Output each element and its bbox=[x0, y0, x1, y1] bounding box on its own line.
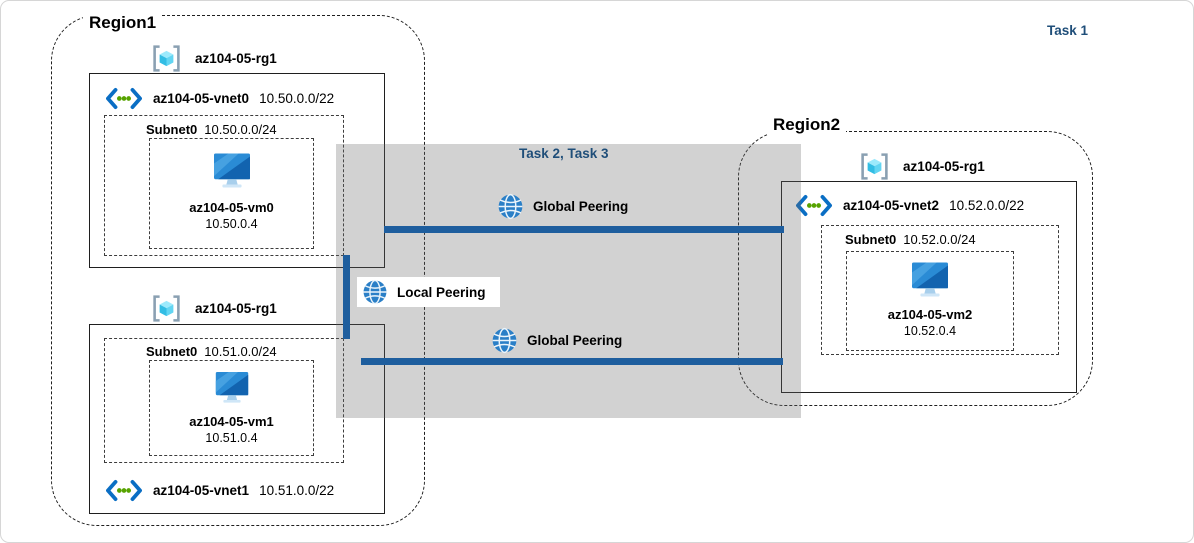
vm1-box: az104-05-vm1 10.51.0.4 bbox=[149, 360, 314, 456]
region2-boundary bbox=[738, 131, 1093, 406]
subnet0-vnet0-box bbox=[104, 115, 344, 256]
vm2-box: az104-05-vm2 10.52.0.4 bbox=[846, 251, 1014, 351]
subnet0-vnet1-box bbox=[104, 338, 344, 463]
global-peering-bottom: Global Peering bbox=[491, 327, 622, 354]
subnet0-vnet0-label: Subnet0 10.50.0.0/24 bbox=[146, 122, 277, 137]
vnet1-row: az104-05-vnet1 10.51.0.0/22 bbox=[105, 479, 334, 502]
rg-top-name: az104-05-rg1 bbox=[195, 51, 277, 66]
subnet0-vnet1-cidr: 10.51.0.0/24 bbox=[204, 344, 277, 359]
global-peering-top-label: Global Peering bbox=[533, 199, 629, 214]
vm-icon bbox=[912, 262, 948, 297]
vnet-icon bbox=[106, 479, 142, 502]
vnet2-cidr: 10.52.0.0/22 bbox=[949, 198, 1025, 213]
vm0-box: az104-05-vm0 10.50.0.4 bbox=[149, 138, 314, 249]
vm1-name: az104-05-vm1 bbox=[189, 414, 274, 429]
vnet0-cidr: 10.50.0.0/22 bbox=[259, 91, 335, 106]
subnet0-vnet2-name: Subnet0 bbox=[845, 232, 897, 247]
vnet0-row: az104-05-vnet0 10.50.0.0/22 bbox=[105, 87, 334, 110]
vm2-ip: 10.52.0.4 bbox=[903, 324, 957, 338]
globe-icon bbox=[492, 327, 517, 354]
resource-group-icon bbox=[861, 153, 888, 180]
vnet-icon bbox=[106, 87, 142, 110]
subnet0-vnet1-name: Subnet0 bbox=[146, 344, 198, 359]
vnet2-row: az104-05-vnet2 10.52.0.0/22 bbox=[795, 194, 1024, 217]
vnet1-cidr: 10.51.0.0/22 bbox=[259, 483, 335, 498]
rg-right-name: az104-05-rg1 bbox=[903, 159, 985, 174]
rg-top-header: az104-05-rg1 bbox=[151, 43, 277, 74]
subnet0-vnet0-cidr: 10.50.0.0/24 bbox=[204, 122, 277, 137]
region1-boundary bbox=[51, 15, 425, 526]
subnet0-vnet2-box bbox=[821, 225, 1059, 355]
local-peering-label: Local Peering bbox=[397, 284, 486, 300]
global-peering-line-bottom bbox=[361, 358, 783, 365]
subnet0-vnet2-label: Subnet0 10.52.0.0/24 bbox=[845, 232, 976, 247]
vm2-name: az104-05-vm2 bbox=[887, 307, 973, 322]
global-peering-top: Global Peering bbox=[497, 193, 628, 220]
task23-label: Task 2, Task 3 bbox=[519, 146, 609, 161]
region2-label: Region2 bbox=[767, 114, 847, 135]
vm0-ip: 10.50.0.4 bbox=[205, 217, 258, 231]
vm-icon bbox=[213, 153, 250, 188]
vm-icon bbox=[215, 372, 248, 403]
subnet0-vnet0-name: Subnet0 bbox=[146, 122, 198, 137]
vnet-icon bbox=[796, 194, 832, 217]
vnet0-name: az104-05-vnet0 bbox=[153, 91, 250, 106]
resource-group-icon bbox=[153, 295, 180, 322]
vm0-name: az104-05-vm0 bbox=[189, 200, 274, 215]
rg-bottom-name: az104-05-rg1 bbox=[195, 301, 277, 316]
region1-label: Region1 bbox=[83, 12, 163, 33]
globe-icon bbox=[363, 279, 387, 305]
subnet0-vnet2-cidr: 10.52.0.0/24 bbox=[903, 232, 976, 247]
vm1-ip: 10.51.0.4 bbox=[205, 431, 258, 445]
vnet2-name: az104-05-vnet2 bbox=[843, 198, 940, 213]
rg-bottom-box bbox=[89, 324, 385, 514]
globe-icon bbox=[498, 193, 523, 220]
resource-group-icon bbox=[153, 45, 180, 72]
task1-label: Task 1 bbox=[1047, 23, 1089, 38]
local-peering: Local Peering bbox=[357, 277, 500, 307]
subnet0-vnet1-label: Subnet0 10.51.0.0/24 bbox=[146, 344, 277, 359]
vnet1-name: az104-05-vnet1 bbox=[153, 483, 250, 498]
rg-bottom-header: az104-05-rg1 bbox=[151, 293, 277, 324]
local-peering-line bbox=[343, 255, 350, 339]
rg-right-header: az104-05-rg1 bbox=[859, 151, 985, 182]
global-peering-bottom-label: Global Peering bbox=[527, 333, 623, 348]
global-peering-line-top bbox=[384, 226, 784, 233]
